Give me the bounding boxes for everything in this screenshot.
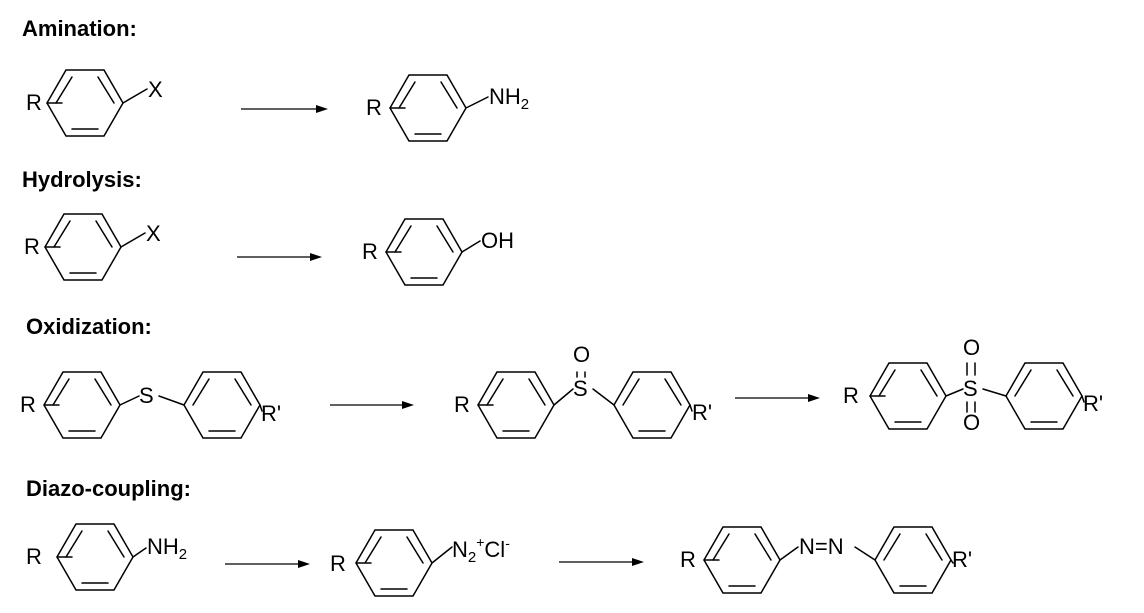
aniline-reactant: R NH2 (26, 523, 187, 591)
oxidization-arrow-1 (330, 401, 414, 409)
title-hydrolysis: Hydrolysis: (22, 167, 142, 192)
amino-group: NH2 (147, 534, 187, 563)
substituent-r: R (26, 90, 42, 115)
sulfur-atom: S (963, 376, 978, 401)
substituent-r-prime: R' (1083, 391, 1103, 416)
substituent-r: R (26, 544, 42, 569)
substituent-r: R (454, 392, 470, 417)
amination-arrow (241, 105, 328, 113)
substituent-r: R (680, 547, 696, 572)
oxygen-atom: O (573, 342, 590, 367)
hydrolysis-reactant: R X (24, 213, 161, 281)
amination-reactant: R X (26, 69, 163, 137)
hydrolysis-product: R OH (362, 218, 514, 286)
substituent-r: R (20, 392, 36, 417)
substituent-r-prime: R' (952, 547, 972, 572)
azo-product: R N=N R' (680, 526, 972, 594)
sulfur-atom: S (139, 383, 154, 408)
substituent-r: R (24, 234, 40, 259)
amination-product: R NH2 (366, 74, 529, 142)
substituent-r: R (843, 383, 859, 408)
substituent-r: R (330, 551, 346, 576)
oxidization-arrow-2 (735, 394, 820, 402)
substituent-r-prime: R' (692, 400, 712, 425)
sulfone-product: R S O O R' (843, 335, 1103, 435)
sulfoxide-product: R S O R' (454, 342, 712, 439)
hydroxyl-group: OH (481, 228, 514, 253)
azo-linkage: N=N (799, 534, 844, 559)
oxygen-atom-top: O (963, 335, 980, 360)
diazotization-arrow (225, 560, 310, 568)
substituent-r-prime: R' (261, 401, 281, 426)
substituent-x: X (148, 77, 163, 102)
substituent-x: X (146, 221, 161, 246)
title-amination: Amination: (22, 16, 137, 41)
sulfide-reactant: R S R' (20, 371, 281, 439)
substituent-r: R (362, 239, 378, 264)
substituent-r: R (366, 95, 382, 120)
diazonium-intermediate: R N2+Cl- (330, 529, 510, 597)
title-diazo-coupling: Diazo-coupling: (26, 476, 191, 501)
sulfur-atom: S (573, 376, 588, 401)
amino-group: NH2 (489, 84, 529, 113)
title-oxidization: Oxidization: (26, 314, 152, 339)
coupling-arrow (559, 558, 644, 566)
diazonium-chloride: N2+Cl- (452, 534, 510, 566)
hydrolysis-arrow (237, 253, 322, 261)
oxygen-atom-bottom: O (963, 410, 980, 435)
